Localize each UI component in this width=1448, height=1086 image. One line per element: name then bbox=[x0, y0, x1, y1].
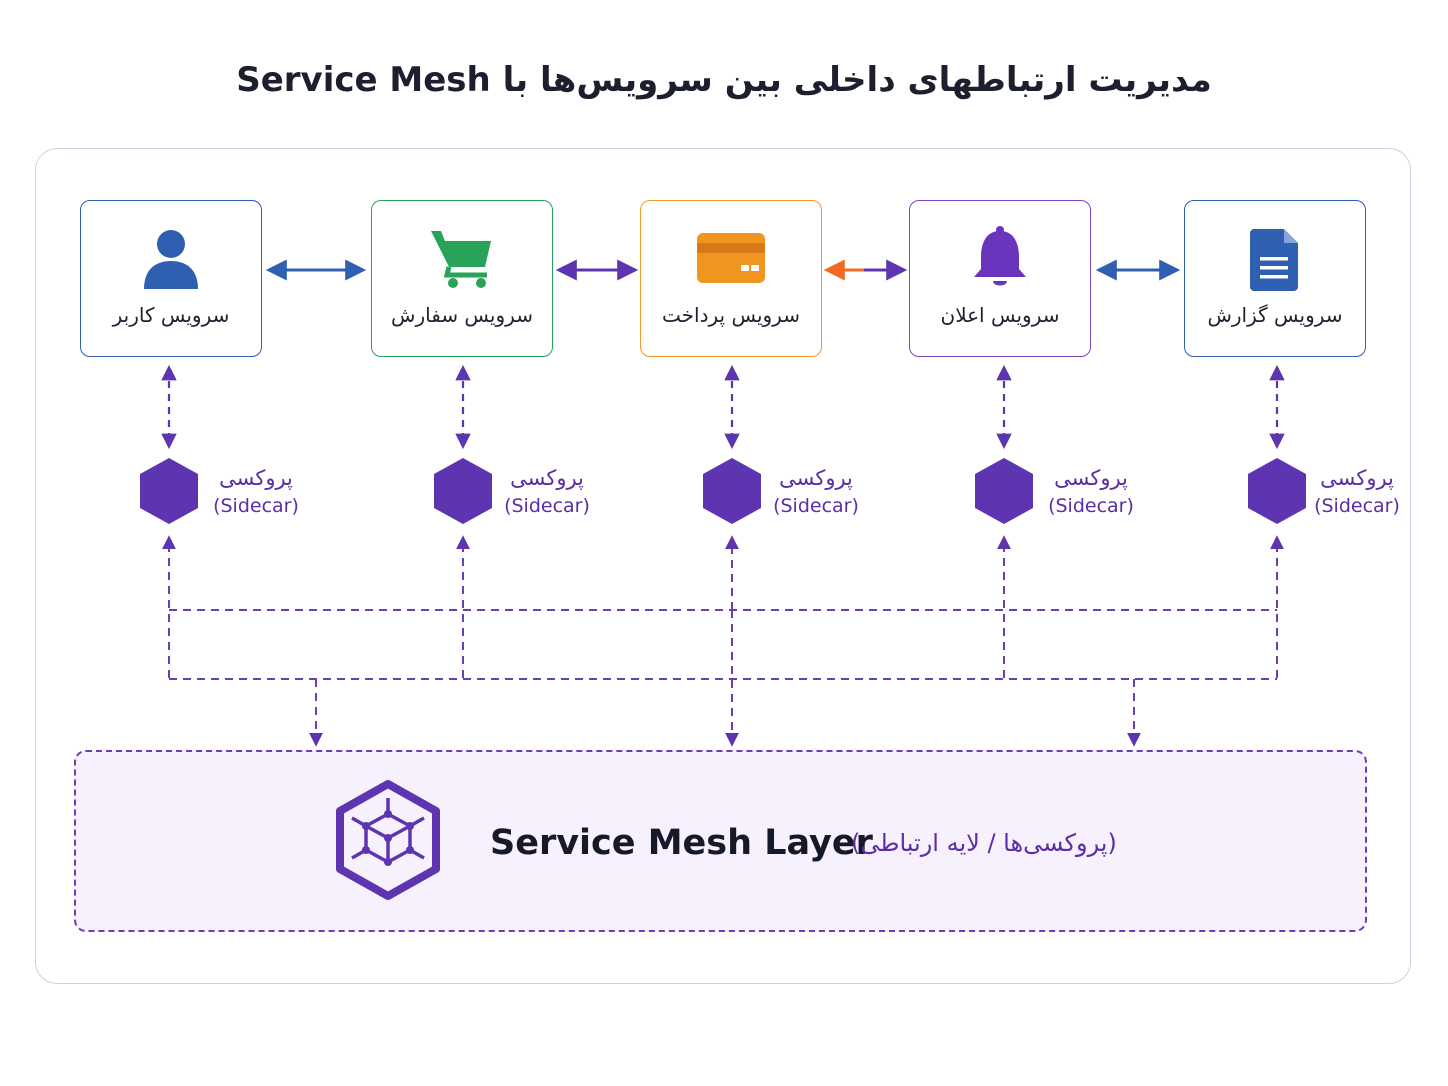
proxy-label-4: پروکسی (Sidecar) bbox=[1036, 464, 1146, 520]
proxy-name: پروکسی bbox=[779, 466, 853, 490]
diagram-title: مدیریت ارتباطهای داخلی بین سرویس‌ها با S… bbox=[236, 60, 1212, 100]
service-card-payment[interactable]: سرویس پرداخت bbox=[640, 200, 822, 357]
service-label: سرویس سفارش bbox=[391, 303, 533, 327]
service-label: سرویس پرداخت bbox=[662, 303, 800, 327]
proxy-hexagon-4 bbox=[975, 458, 1033, 524]
user-icon bbox=[81, 223, 261, 293]
proxy-type: (Sidecar) bbox=[213, 495, 299, 517]
diagram-frame bbox=[35, 148, 1411, 984]
mesh-layer-subtitle: (پروکسی‌ها / لایه ارتباطی) bbox=[851, 829, 1117, 857]
service-card-notification[interactable]: سرویس اعلان bbox=[909, 200, 1091, 357]
proxy-label-3: پروکسی (Sidecar) bbox=[761, 464, 871, 520]
service-card-order[interactable]: سرویس سفارش bbox=[371, 200, 553, 357]
proxy-hexagon-1 bbox=[140, 458, 198, 524]
service-card-report[interactable]: سرویس گزارش bbox=[1184, 200, 1366, 357]
document-icon bbox=[1185, 223, 1365, 293]
bell-icon bbox=[910, 223, 1090, 293]
credit-card-icon bbox=[641, 223, 821, 293]
proxy-label-5: پروکسی (Sidecar) bbox=[1302, 464, 1412, 520]
proxy-hexagon-2 bbox=[434, 458, 492, 524]
service-card-user[interactable]: سرویس کاربر bbox=[80, 200, 262, 357]
proxy-name: پروکسی bbox=[510, 466, 584, 490]
proxy-hexagon-5 bbox=[1248, 458, 1306, 524]
proxy-type: (Sidecar) bbox=[773, 495, 859, 517]
service-label: سرویس کاربر bbox=[112, 303, 230, 327]
service-mesh-layer-box bbox=[74, 750, 1367, 932]
proxy-label-2: پروکسی (Sidecar) bbox=[492, 464, 602, 520]
proxy-type: (Sidecar) bbox=[1314, 495, 1400, 517]
proxy-type: (Sidecar) bbox=[1048, 495, 1134, 517]
cube-hexagon-icon bbox=[336, 780, 440, 900]
proxy-name: پروکسی bbox=[1054, 466, 1128, 490]
proxy-label-1: پروکسی (Sidecar) bbox=[201, 464, 311, 520]
mesh-layer-title: Service Mesh Layer bbox=[490, 823, 873, 863]
proxy-name: پروکسی bbox=[1320, 466, 1394, 490]
service-label: سرویس اعلان bbox=[940, 303, 1060, 327]
proxy-name: پروکسی bbox=[219, 466, 293, 490]
service-label: سرویس گزارش bbox=[1207, 303, 1343, 327]
proxy-type: (Sidecar) bbox=[504, 495, 590, 517]
cart-icon bbox=[372, 223, 552, 293]
proxy-hexagon-3 bbox=[703, 458, 761, 524]
